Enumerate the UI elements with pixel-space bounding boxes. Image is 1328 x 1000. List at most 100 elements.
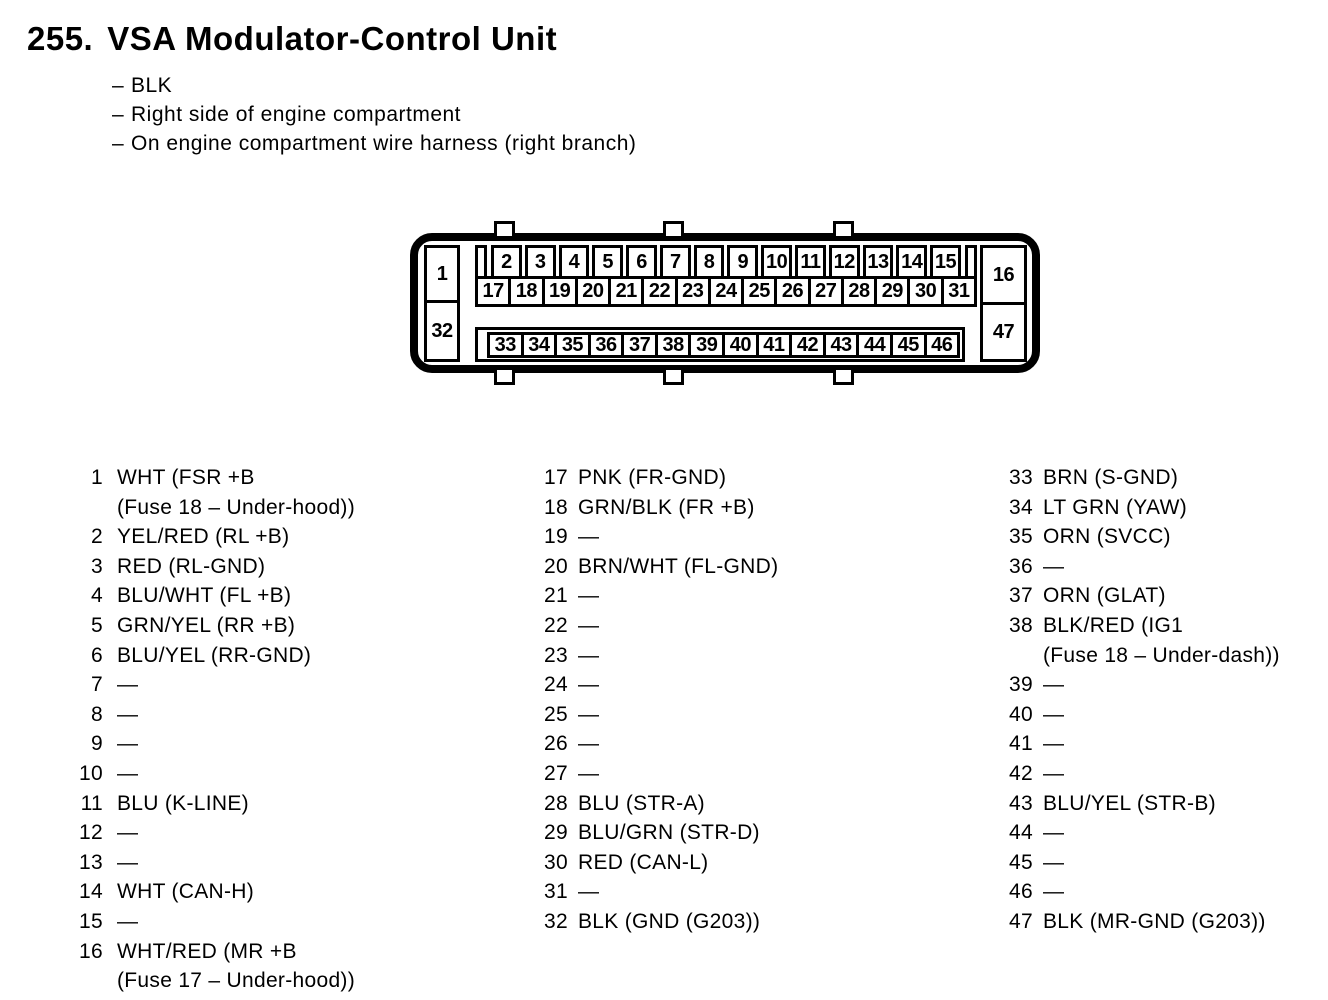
section-title: VSA Modulator-Control Unit: [107, 20, 558, 57]
connector-mount-tab-bottom-center: [663, 370, 684, 385]
pin-label: RED (CAN-L): [578, 850, 709, 874]
bullet-dash: –: [112, 74, 125, 97]
pin-number: 2: [91, 525, 103, 549]
pin-number: 41: [1009, 732, 1033, 756]
connector-pin-17: 17: [475, 276, 512, 307]
pin-label: LT GRN (YAW): [1043, 495, 1187, 519]
pin-number: 39: [1009, 673, 1033, 697]
connector-pin-43: 43: [822, 332, 860, 358]
pin-number: 43: [1009, 791, 1033, 815]
connector-pin-45: 45: [889, 332, 927, 358]
pin-number: 33: [1009, 466, 1033, 489]
pin-row-24: 24 —: [538, 670, 778, 700]
connector-pin-10: 10: [761, 245, 793, 279]
pin-label: WHT (FSR +B (Fuse 18 – Under-hood)): [117, 466, 356, 519]
connector-pin-12: 12: [828, 245, 860, 279]
connector-pin-40: 40: [722, 332, 759, 358]
pin-row-29: 29 BLU/GRN (STR-D): [538, 818, 778, 848]
pin-row-26: 26—: [538, 729, 778, 759]
connector-pin-41: 41: [755, 332, 793, 358]
pin-row-22: 22—: [538, 611, 778, 641]
pin-row-40: 40—: [1003, 700, 1280, 730]
pin-number: 40: [1009, 702, 1033, 726]
connector-pin-9: 9: [727, 245, 759, 279]
pin-number: 45: [1009, 850, 1033, 874]
connector-pin-31: 31: [940, 276, 977, 307]
pin-row-45: 45—: [1003, 848, 1280, 878]
pin-row-44: 44 —: [1003, 818, 1280, 848]
connector-mount-tab-bottom-left: [494, 370, 515, 385]
pin-label: PNK (FR-GND): [578, 466, 727, 489]
pin-number: 21: [544, 584, 568, 608]
pin-label: —: [117, 673, 139, 697]
pin-number: 27: [544, 761, 568, 785]
connector-blank-slot-left: [475, 245, 487, 279]
pin-row-39: 39—: [1003, 670, 1280, 700]
pin-number: 29: [544, 821, 568, 845]
pin-label: —: [1043, 761, 1065, 785]
note-color: – BLK: [112, 71, 636, 100]
connector-mount-tab-bottom-right: [833, 370, 854, 385]
note-location: – Right side of engine compartment: [112, 100, 636, 129]
pin-row-12: 12—: [73, 818, 355, 848]
pin-number: 46: [1009, 880, 1033, 904]
connector-pin-34: 34: [520, 332, 558, 358]
pin-label: —: [578, 673, 600, 697]
pin-row-25: 25—: [538, 700, 778, 730]
connector-pin-6: 6: [626, 245, 657, 279]
pin-number: 24: [544, 673, 568, 697]
pin-number: 23: [544, 643, 568, 667]
connector-pin-44: 44: [856, 332, 893, 358]
pin-label: BLU/WHT (FL +B): [117, 584, 292, 608]
connector-pin-5: 5: [592, 245, 624, 279]
connector-pin-14: 14: [896, 245, 928, 279]
pin-label: —: [1043, 880, 1065, 904]
pin-number: 37: [1009, 584, 1033, 608]
connector-pin-13: 13: [862, 245, 894, 279]
connector-mount-tab-top-right: [833, 221, 854, 236]
pin-label: BLU/GRN (STR-D): [578, 821, 760, 845]
connector-pin-25: 25: [741, 276, 778, 307]
pin-number: 19: [544, 525, 568, 549]
note-text: On engine compartment wire harness (righ…: [131, 132, 637, 155]
pin-number: 38: [1009, 613, 1033, 637]
pin-number: 20: [544, 554, 568, 578]
connector-pin-29: 29: [874, 276, 911, 307]
connector-notes: – BLK – Right side of engine compartment…: [112, 71, 636, 158]
pin-label: WHT/RED (MR +B (Fuse 17 – Under-hood)): [117, 939, 356, 993]
connector-pin-22: 22: [641, 276, 678, 307]
pin-label: —: [1043, 821, 1065, 845]
pin-label: YEL/RED (RL +B): [117, 525, 290, 549]
connector-pin-28: 28: [840, 276, 878, 307]
note-text: BLK: [131, 74, 173, 97]
pin-label: ORN (SVCC): [1043, 525, 1171, 549]
connector-pin-1: 1: [424, 245, 460, 303]
connector-pin-27: 27: [807, 276, 844, 307]
pin-label: —: [578, 702, 600, 726]
connector-pin-42: 42: [789, 332, 826, 358]
pin-row-19: 19—: [538, 522, 778, 552]
pin-number: 36: [1009, 554, 1033, 578]
pin-number: 12: [79, 821, 103, 845]
connector-pin-2: 2: [491, 245, 522, 279]
connector-pin-36: 36: [587, 332, 625, 358]
pin-label: RED (RL-GND): [117, 554, 266, 578]
pin-label: —: [1043, 732, 1065, 756]
pin-number: 44: [1009, 821, 1033, 845]
pin-number: 13: [79, 850, 103, 874]
pin-row-9: 9—: [73, 729, 355, 759]
section-number: 255.: [27, 20, 94, 57]
pin-label: WHT (CAN-H): [117, 880, 255, 904]
